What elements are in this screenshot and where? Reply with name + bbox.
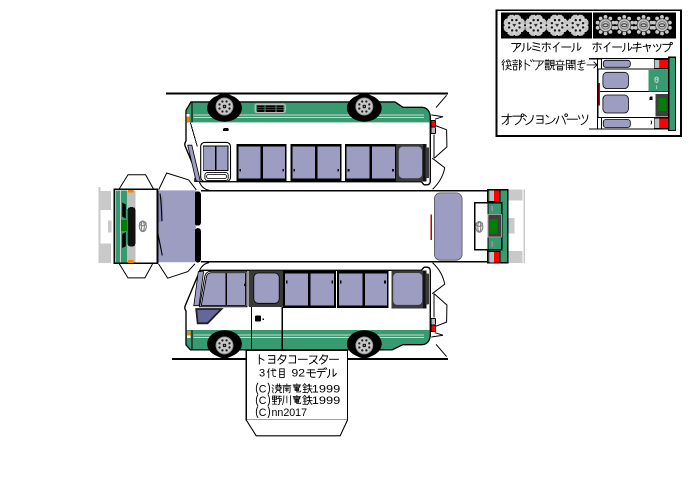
svg-text:92: 92 (292, 367, 306, 379)
svg-text:C: C (259, 383, 267, 395)
svg-text:1999: 1999 (312, 395, 341, 407)
svg-text:3: 3 (259, 367, 265, 379)
svg-text:C: C (259, 407, 267, 419)
svg-text:C: C (259, 395, 267, 407)
svg-text:1999: 1999 (312, 383, 341, 395)
svg-text:nn2017: nn2017 (272, 407, 308, 419)
